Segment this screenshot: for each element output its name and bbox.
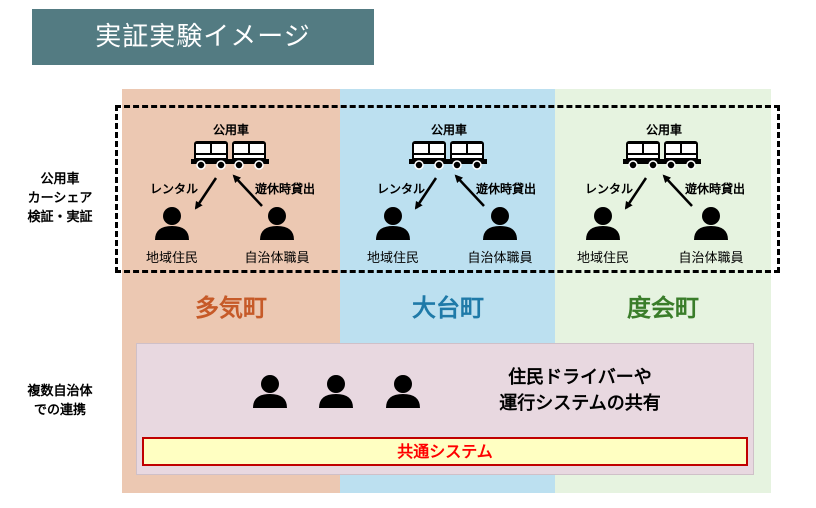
person-icon xyxy=(483,207,517,240)
town-name: 度会町 xyxy=(627,294,699,322)
side-label-line: 検証・実証 xyxy=(27,210,93,225)
town-name: 大台町 xyxy=(412,294,484,322)
page-title: 実証実験イメージ xyxy=(95,22,311,52)
rental-label: レンタル xyxy=(585,182,634,196)
person-icon xyxy=(694,207,728,240)
resident-label: 地域住民 xyxy=(576,251,630,266)
person-icon xyxy=(586,207,620,240)
lending-label: 遊休時貸出 xyxy=(255,182,316,196)
arrow-icon xyxy=(194,177,218,210)
arrow-icon xyxy=(414,177,438,210)
person-icon xyxy=(260,207,294,240)
staff-label: 自治体職員 xyxy=(467,251,533,266)
truck-icon xyxy=(660,140,702,170)
person-icon xyxy=(376,207,410,240)
lending-label: 遊休時貸出 xyxy=(476,182,537,196)
truck-icon xyxy=(408,140,450,170)
rental-label: レンタル xyxy=(150,182,199,196)
arrow-icon xyxy=(454,174,485,207)
staff-label: 自治体職員 xyxy=(244,251,310,266)
arrow-icon xyxy=(624,177,648,210)
side-label-line: での連携 xyxy=(33,403,86,418)
vehicle-label: 公用車 xyxy=(212,123,250,137)
cooperation-text: 住民ドライバーや 運行システムの共有 xyxy=(470,365,690,417)
arrow-icon xyxy=(662,174,693,207)
truck-icon xyxy=(446,140,488,170)
rental-label: レンタル xyxy=(377,182,426,196)
title-banner: 実証実験イメージ xyxy=(32,9,374,65)
person-icon xyxy=(155,207,189,240)
coop-side-label: 複数自治体 での連携 xyxy=(0,382,120,420)
person-icon xyxy=(319,375,353,408)
side-label-line: カーシェア xyxy=(27,191,93,206)
truck-icon xyxy=(622,140,664,170)
vehicle-label: 公用車 xyxy=(430,123,468,137)
truck-icon xyxy=(228,140,270,170)
side-label-line: 複数自治体 xyxy=(27,384,93,399)
side-label-line: 公用車 xyxy=(40,172,80,187)
lending-label: 遊休時貸出 xyxy=(685,182,746,196)
resident-label: 地域住民 xyxy=(145,251,199,266)
vehicle-label: 公用車 xyxy=(645,123,683,137)
coop-line: 運行システムの共有 xyxy=(499,393,661,414)
carshare-side-label: 公用車 カーシェア 検証・実証 xyxy=(0,170,120,227)
common-system-label: 共通システム xyxy=(397,442,493,461)
carshare-frame xyxy=(115,105,780,273)
person-icon xyxy=(253,375,287,408)
arrow-icon xyxy=(232,174,263,207)
town-name: 多気町 xyxy=(195,294,267,322)
person-icon xyxy=(386,375,420,408)
resident-label: 地域住民 xyxy=(366,251,420,266)
staff-label: 自治体職員 xyxy=(678,251,744,266)
common-system-bar: 共通システム xyxy=(142,437,748,466)
coop-line: 住民ドライバーや xyxy=(508,367,652,388)
truck-icon xyxy=(190,140,232,170)
